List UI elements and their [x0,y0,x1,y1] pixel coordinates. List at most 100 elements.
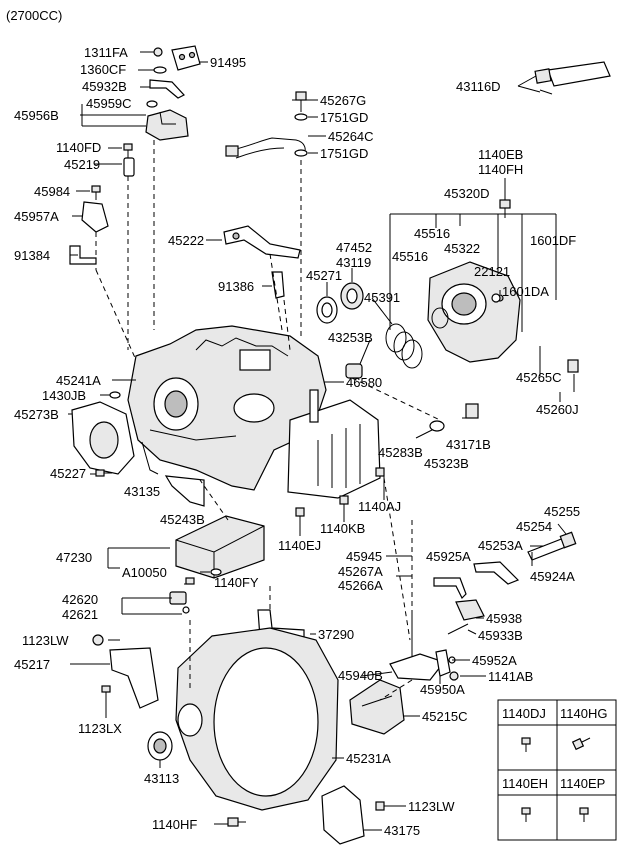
fastener-icon-1140ep [579,807,589,822]
label-1430jb: 1430JB [42,388,86,403]
label-45950a: 45950A [420,682,465,697]
label-43171b: 43171B [446,437,491,452]
bracket-91384 [69,245,97,265]
label-45273b: 45273B [14,407,59,422]
plug-45265c [567,359,579,373]
leader-lines [68,51,575,831]
washer-1751gd-b [294,149,308,157]
detent-45925a [433,577,467,600]
band-43135 [141,441,159,475]
spring-45938 [455,599,485,621]
label-1140fh: 1140FH [478,162,523,177]
bracket-45215c [349,679,405,735]
label-45241a: 45241A [56,373,101,388]
label-45957a: 45957A [14,209,59,224]
bracket-45217 [109,647,159,709]
label-45267g: 45267G [320,93,366,108]
label-43175: 43175 [384,823,420,838]
bolt-45227 [95,469,112,477]
label-1140fd: 1140FD [56,140,101,155]
bolt-1140fd [123,143,133,158]
label-45952a: 45952A [472,653,517,668]
label-1123lx: 1123LX [78,721,122,736]
sealant-tube-43116d [534,61,611,95]
label-45253a: 45253A [478,538,523,553]
label-a10050: A10050 [122,565,167,580]
plug-1430jb [109,391,121,399]
label-45267a: 45267A [338,564,383,579]
label-43119: 43119 [336,255,371,270]
seal-45959c [146,100,158,108]
nut-1141ab [449,671,459,681]
bolt-1140aj [375,467,385,477]
sensor-42620 [169,591,190,614]
label-45932b: 45932B [82,79,127,94]
bearing-43119 [340,282,364,310]
label-45231a: 45231A [346,751,391,766]
label-45219: 45219 [64,157,100,172]
lever-45932b [149,79,185,99]
label-45260j: 45260J [536,402,579,417]
oring-a10050 [210,568,222,576]
label-47452: 47452 [336,240,372,255]
label-1601da: 1601DA [502,284,549,299]
washer-1751gd-a [294,113,308,121]
label-45940b: 45940B [338,668,383,683]
bracket-43175 [321,785,365,845]
label-42621: 42621 [62,607,98,622]
label-45243b: 45243B [160,512,205,527]
label-91384: 91384 [14,248,50,263]
label-45938: 45938 [486,611,522,626]
bolt-1123lw-a [92,634,104,646]
rings-45391 [385,323,423,369]
shaft-45254 [527,531,577,561]
label-43253b: 43253B [328,330,373,345]
label-45924a: 45924A [530,569,575,584]
shaft-45940b [389,610,445,681]
label-1140hf: 1140HF [152,817,197,832]
seal-43113 [147,731,173,761]
table-cell-1140eh: 1140EH [502,776,548,791]
label-91386: 91386 [218,279,254,294]
bolt-1123lx [101,685,111,704]
bracket-45222 [223,225,301,259]
label-1360cf: 1360CF [80,62,126,77]
label-1601df: 1601DF [530,233,576,248]
label-1140eb: 1140EB [478,147,523,162]
label-1140aj: 1140AJ [358,499,401,514]
label-1140ej: 1140EJ [278,538,321,553]
label-37290: 37290 [318,627,354,642]
dashed-guide-lines [95,140,441,701]
fastener-table: 1140DJ 1140HG 1140EH 1140EP [497,699,617,841]
label-45320d: 45320D [444,186,490,201]
label-22121: 22121 [474,264,510,279]
label-45271: 45271 [306,268,342,283]
table-cell-1140dj: 1140DJ [502,706,546,721]
transaxle-case-45241a [127,325,327,491]
label-45266a: 45266A [338,578,383,593]
label-45264c: 45264C [328,129,374,144]
bolt-45984 [91,185,101,200]
bolt-1140ej [295,507,305,517]
label-47230: 47230 [56,550,92,565]
lever-45253a [473,561,520,585]
switch-45956b [145,109,189,141]
fastener-icon-1140dj [521,737,531,752]
bearing-43253b [345,363,363,379]
cover-45260j [427,261,521,363]
label-45254: 45254 [516,519,552,534]
label-45516-b: 45516 [392,249,428,264]
label-45933b: 45933B [478,628,523,643]
filter-47230 [175,515,265,579]
oring-1601da [491,293,501,303]
label-45265c: 45265C [516,370,562,385]
label-45959c: 45959C [86,96,132,111]
label-45227: 45227 [50,466,86,481]
label-1141ab: 1141AB [488,669,533,684]
label-45283b: 45283B [378,445,423,460]
label-43135: 43135 [124,484,160,499]
oil-pan-45283b [287,389,381,499]
bolt-1140kb [339,495,349,505]
